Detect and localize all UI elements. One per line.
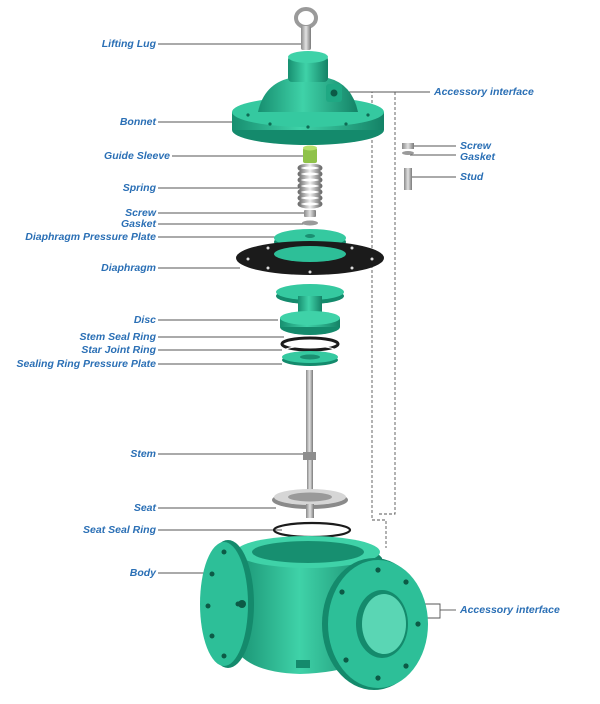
label-gasket-right: Gasket [460, 151, 496, 163]
label-spring: Spring [122, 182, 156, 194]
diaphragm-part [236, 241, 384, 275]
label-diaphragm-pressure-plate: Diaphragm Pressure Plate [25, 231, 156, 243]
label-seat-seal-ring: Seat Seal Ring [83, 524, 156, 536]
sealing-ring-pressure-plate-part [282, 351, 338, 366]
label-sealing-ring-pressure-plate: Sealing Ring Pressure Plate [16, 358, 156, 370]
label-diaphragm: Diaphragm [101, 262, 156, 274]
label-seat: Seat [133, 502, 156, 514]
guide-sleeve-part [303, 145, 317, 163]
label-disc: Disc [133, 314, 156, 326]
label-screw-right: Screw [460, 140, 491, 152]
label-accessory-interface-bottom: Accessory interface [460, 604, 560, 616]
accessory-dashed-route-outer [340, 91, 387, 548]
label-stud: Stud [460, 171, 484, 183]
label-accessory-interface-top: Accessory interface [434, 86, 534, 98]
bonnet-part [232, 51, 384, 145]
label-screw-left: Screw [125, 207, 156, 219]
label-guide-sleeve: Guide Sleeve [104, 150, 170, 162]
body-part [200, 536, 428, 690]
accessory-dashed-route-inner [378, 92, 396, 515]
label-stem-seal-ring: Stem Seal Ring [79, 331, 156, 343]
seat-seal-ring-part [272, 521, 352, 539]
right-fasteners-part [402, 143, 414, 190]
lifting-lug-part [294, 7, 318, 50]
spring-part [297, 163, 323, 209]
label-lifting-lug: Lifting Lug [101, 38, 156, 50]
screw-gasket-center-part [302, 210, 318, 226]
disc-part [276, 284, 344, 335]
label-body: Body [129, 567, 156, 579]
seat-part [272, 489, 348, 518]
label-gasket-left: Gasket [120, 218, 156, 230]
leader-lines [158, 43, 456, 619]
stem-seal-ring-part [280, 336, 340, 352]
stem-part [303, 370, 316, 490]
label-bonnet: Bonnet [119, 116, 156, 128]
label-stem: Stem [130, 448, 156, 460]
label-star-joint-ring: Star Joint Ring [81, 344, 156, 356]
